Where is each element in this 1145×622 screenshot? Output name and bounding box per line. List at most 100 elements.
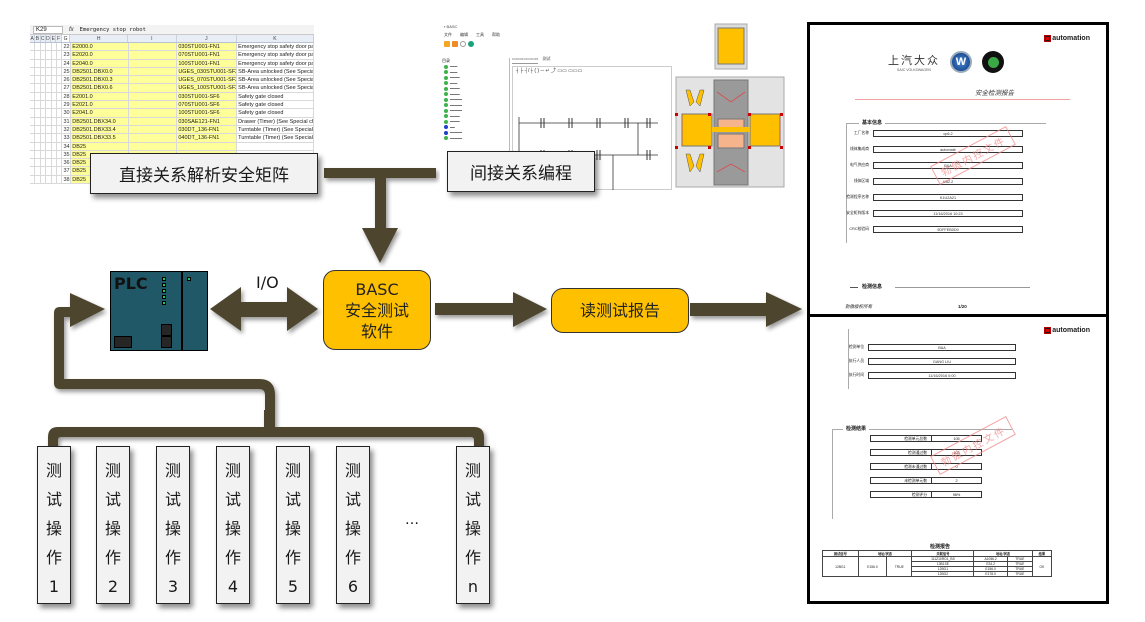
sheet-cell[interactable] xyxy=(35,92,41,101)
sheet-cell[interactable] xyxy=(30,175,36,184)
sheet-cell[interactable] xyxy=(128,59,178,67)
sheet-cell[interactable] xyxy=(57,76,63,84)
sheet-cell[interactable] xyxy=(57,67,63,76)
tab-test[interactable]: 测试 xyxy=(542,56,551,61)
sheet-cell[interactable] xyxy=(35,109,41,117)
sheet-cell[interactable]: 040DT_136-FN1 xyxy=(177,134,238,142)
sheet-cell[interactable] xyxy=(30,142,36,150)
sheet-cell[interactable] xyxy=(46,134,52,142)
tree-item[interactable]: ━━━ xyxy=(440,64,509,70)
sheet-cell[interactable] xyxy=(41,51,47,59)
sheet-cell[interactable]: 030STU001-SF6 xyxy=(177,92,238,101)
sheet-cell[interactable]: SB-Area unlocked (See Special checks) xyxy=(237,84,314,92)
sheet-cell[interactable]: 030DT_136-FN1 xyxy=(177,125,238,134)
open-folder-icon[interactable] xyxy=(452,41,458,47)
sheet-cell[interactable] xyxy=(52,84,58,92)
sheet-cell[interactable] xyxy=(35,125,41,134)
sheet-cell[interactable] xyxy=(30,76,36,84)
sheet-cell[interactable] xyxy=(52,175,58,184)
sheet-cell[interactable] xyxy=(30,101,36,109)
sheet-cell[interactable]: 35 xyxy=(62,150,72,159)
sheet-cell[interactable]: 070STU001-FN1 xyxy=(177,51,238,59)
sheet-cell[interactable] xyxy=(30,109,36,117)
sheet-cell[interactable]: DB25 xyxy=(71,142,129,150)
sheet-cell[interactable] xyxy=(30,159,36,167)
sheet-cell[interactable] xyxy=(35,175,41,184)
sheet-cell[interactable] xyxy=(177,142,238,150)
sheet-cell[interactable] xyxy=(46,92,52,101)
sheet-cell[interactable]: Emergency stop safety door panel xyxy=(237,59,314,67)
sheet-cell[interactable]: 32 xyxy=(62,125,72,134)
sheet-cell[interactable] xyxy=(35,159,41,167)
menu-item[interactable]: 帮助 xyxy=(492,32,500,37)
sheet-cell[interactable]: 23 xyxy=(62,51,72,59)
sheet-cell[interactable] xyxy=(57,84,63,92)
sheet-cell[interactable] xyxy=(41,92,47,101)
sheet-cell[interactable]: 24 xyxy=(62,59,72,67)
sheet-cell[interactable]: 30 xyxy=(62,109,72,117)
sheet-cell[interactable] xyxy=(46,59,52,67)
sheet-cell[interactable]: E2020.0 xyxy=(71,51,129,59)
sheet-cell[interactable] xyxy=(41,159,47,167)
sheet-cell[interactable]: 29 xyxy=(62,101,72,109)
sheet-cell[interactable] xyxy=(52,101,58,109)
sheet-cell[interactable] xyxy=(57,92,63,101)
sheet-cell[interactable] xyxy=(46,159,52,167)
sheet-cell[interactable] xyxy=(35,67,41,76)
sheet-cell[interactable]: E2021.0 xyxy=(71,101,129,109)
sheet-cell[interactable] xyxy=(52,43,58,51)
sheet-cell[interactable] xyxy=(52,125,58,134)
sheet-cell[interactable] xyxy=(41,101,47,109)
sheet-cell[interactable] xyxy=(46,51,52,59)
sheet-cell[interactable] xyxy=(52,76,58,84)
sheet-cell[interactable]: 38 xyxy=(62,175,72,184)
sheet-cell[interactable] xyxy=(46,175,52,184)
sheet-cell[interactable] xyxy=(57,125,63,134)
sheet-cell[interactable]: Drawer (Timer) (See Special checks) xyxy=(237,117,314,125)
sheet-cell[interactable] xyxy=(30,134,36,142)
sheet-cell[interactable]: Safety gate closed xyxy=(237,92,314,101)
sheet-cell[interactable]: UGES_070STU001-SF2 xyxy=(177,76,238,84)
sheet-cell[interactable] xyxy=(30,167,36,175)
sheet-cell[interactable] xyxy=(128,67,178,76)
sheet-cell[interactable] xyxy=(46,150,52,159)
run-icon[interactable] xyxy=(468,41,474,47)
cell-reference[interactable]: K29 xyxy=(33,25,63,34)
sheet-cell[interactable] xyxy=(30,51,36,59)
sheet-cell[interactable] xyxy=(30,92,36,101)
sheet-cell[interactable] xyxy=(237,142,314,150)
sheet-cell[interactable] xyxy=(52,117,58,125)
sheet-cell[interactable] xyxy=(46,84,52,92)
sheet-cell[interactable] xyxy=(35,150,41,159)
sheet-cell[interactable] xyxy=(35,51,41,59)
tree-item[interactable]: ━━━━━ xyxy=(440,97,509,103)
tree-item[interactable]: ━━━━ xyxy=(440,92,509,98)
sheet-cell[interactable]: DB2501.DBX33.4 xyxy=(71,125,129,134)
sheet-cell[interactable]: DB2501.DBX34.0 xyxy=(71,117,129,125)
sheet-cell[interactable] xyxy=(41,167,47,175)
sheet-cell[interactable] xyxy=(52,92,58,101)
sheet-cell[interactable]: 030STU001-FN1 xyxy=(177,43,238,51)
sheet-cell[interactable]: 25 xyxy=(62,67,72,76)
sheet-cell[interactable] xyxy=(30,117,36,125)
sheet-cell[interactable]: 22 xyxy=(62,43,72,51)
sheet-cell[interactable] xyxy=(35,101,41,109)
sheet-cell[interactable] xyxy=(52,159,58,167)
tree-item[interactable]: ━━━━━ xyxy=(440,136,509,142)
sheet-cell[interactable] xyxy=(52,51,58,59)
sheet-cell[interactable] xyxy=(30,84,36,92)
sheet-cell[interactable] xyxy=(128,51,178,59)
sheet-cell[interactable]: E2000.0 xyxy=(71,43,129,51)
sheet-cell[interactable] xyxy=(30,150,36,159)
sheet-cell[interactable]: E2040.0 xyxy=(71,59,129,67)
sheet-cell[interactable] xyxy=(30,59,36,67)
sheet-cell[interactable] xyxy=(46,117,52,125)
sheet-cell[interactable] xyxy=(57,101,63,109)
sheet-cell[interactable] xyxy=(128,84,178,92)
sheet-cell[interactable] xyxy=(52,167,58,175)
sheet-cell[interactable]: 100STU001-SF6 xyxy=(177,109,238,117)
tree-item[interactable]: ━━━━━ xyxy=(440,130,509,136)
sheet-cell[interactable]: Emergency stop safety door panel xyxy=(237,43,314,51)
sheet-cell[interactable] xyxy=(41,175,47,184)
sheet-cell[interactable] xyxy=(41,117,47,125)
